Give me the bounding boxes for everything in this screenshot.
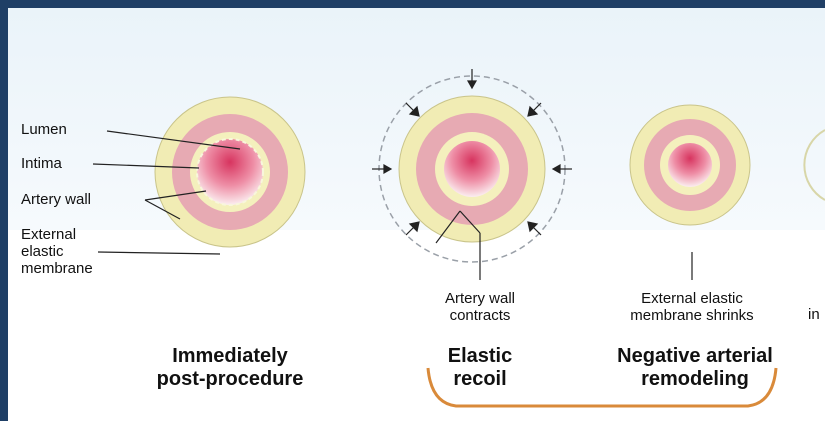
figure-panel: Lumen Intima Artery wall External elasti… bbox=[8, 8, 825, 421]
label-external-3: membrane bbox=[21, 261, 93, 277]
title-negative-2: remodeling bbox=[595, 368, 795, 391]
label-intima: Intima bbox=[21, 156, 62, 172]
caption-cut-off: in bbox=[808, 307, 820, 323]
title-negative-1: Negative arterial bbox=[595, 345, 795, 368]
artery-cross-section-remodeled bbox=[630, 105, 750, 280]
caption-contracts-2: contracts bbox=[410, 307, 550, 324]
label-external-1: External bbox=[21, 227, 76, 243]
caption-contracts-1: Artery wall bbox=[410, 290, 550, 307]
label-lumen: Lumen bbox=[21, 122, 67, 138]
title-elastic-1: Elastic bbox=[420, 345, 540, 368]
caption-shrinks-1: External elastic bbox=[612, 290, 772, 307]
title-elastic-2: recoil bbox=[420, 368, 540, 391]
title-immediately-2: post-procedure bbox=[145, 368, 315, 391]
label-artery-wall: Artery wall bbox=[21, 192, 91, 208]
artery-cross-section-immediate bbox=[155, 97, 305, 247]
title-immediately-1: Immediately bbox=[145, 345, 315, 368]
partial-next-panel bbox=[804, 130, 825, 200]
caption-shrinks-2: membrane shrinks bbox=[612, 307, 772, 324]
label-external-2: elastic bbox=[21, 244, 64, 260]
